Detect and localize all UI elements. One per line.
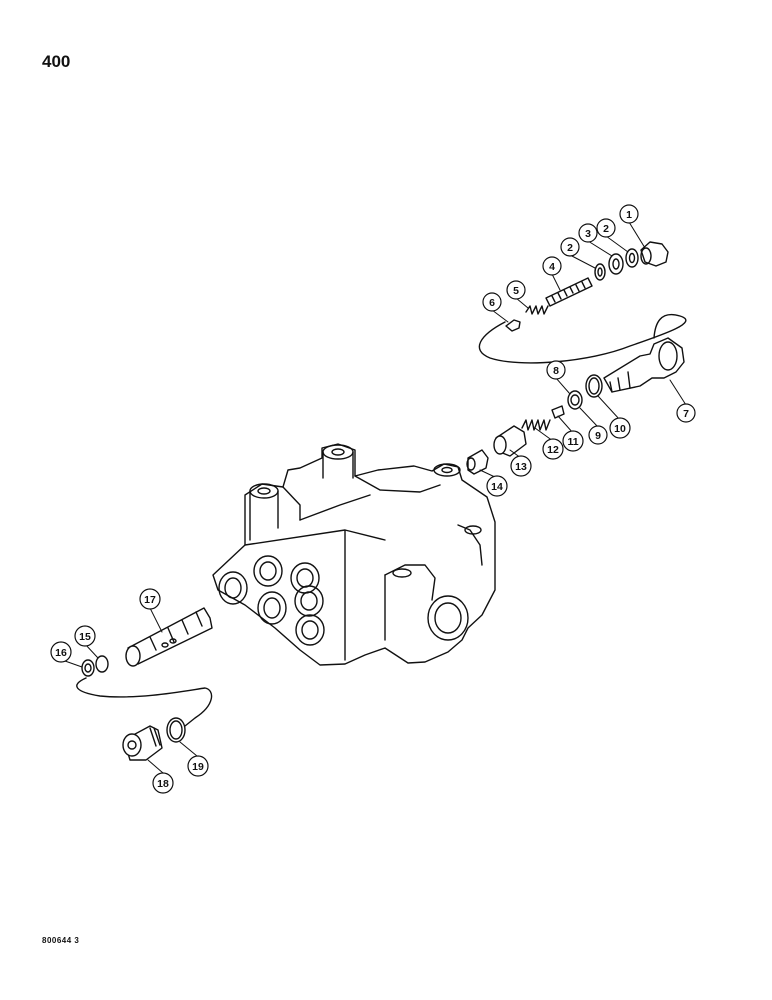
callout-14: 14 (486, 475, 508, 497)
callout-19: 19 (187, 755, 209, 777)
svg-text:16: 16 (55, 647, 67, 659)
callout-12: 12 (542, 438, 564, 460)
svg-text:18: 18 (157, 778, 169, 790)
svg-text:6: 6 (489, 297, 495, 309)
svg-text:3: 3 (585, 228, 591, 240)
spool-group (76, 607, 213, 761)
callout-5: 5 (506, 280, 526, 300)
callout-4: 4 (542, 256, 562, 276)
callout-8: 8 (546, 360, 566, 380)
svg-text:2: 2 (603, 223, 609, 235)
callout-10: 10 (609, 417, 631, 439)
svg-text:15: 15 (79, 631, 91, 643)
svg-text:14: 14 (491, 481, 503, 493)
svg-text:12: 12 (547, 444, 559, 456)
svg-text:4: 4 (549, 261, 555, 273)
svg-text:2: 2 (567, 242, 573, 254)
callout-11: 11 (562, 430, 584, 452)
callout-18: 18 (152, 772, 174, 794)
svg-text:17: 17 (144, 594, 156, 606)
svg-text:9: 9 (595, 430, 601, 442)
callout-15: 15 (74, 625, 96, 647)
callout-7: 7 (676, 403, 696, 423)
callout-2b: 2 (560, 237, 580, 257)
relief-valve-group (466, 241, 687, 475)
callout-2: 2 (596, 218, 616, 238)
callout-16: 16 (50, 641, 72, 663)
callout-6: 6 (482, 292, 502, 312)
callout-17: 17 (139, 588, 161, 610)
footer-code: 800644 3 (42, 936, 80, 945)
svg-text:13: 13 (515, 461, 527, 473)
callouts: 1 2 3 2 4 5 6 7 8 9 10 11 12 13 14 15 16… (50, 204, 696, 794)
svg-text:10: 10 (614, 423, 626, 435)
svg-text:19: 19 (192, 761, 204, 773)
callout-13: 13 (510, 455, 532, 477)
valve-body (212, 443, 496, 666)
svg-text:5: 5 (513, 285, 519, 297)
callout-9: 9 (588, 425, 608, 445)
leader-lines (64, 221, 687, 774)
svg-text:7: 7 (683, 408, 689, 420)
svg-text:1: 1 (626, 209, 632, 221)
svg-text:11: 11 (567, 436, 578, 448)
page-number: 400 (42, 52, 71, 71)
callout-3: 3 (578, 223, 598, 243)
svg-text:8: 8 (553, 365, 559, 377)
callout-1: 1 (619, 204, 639, 224)
